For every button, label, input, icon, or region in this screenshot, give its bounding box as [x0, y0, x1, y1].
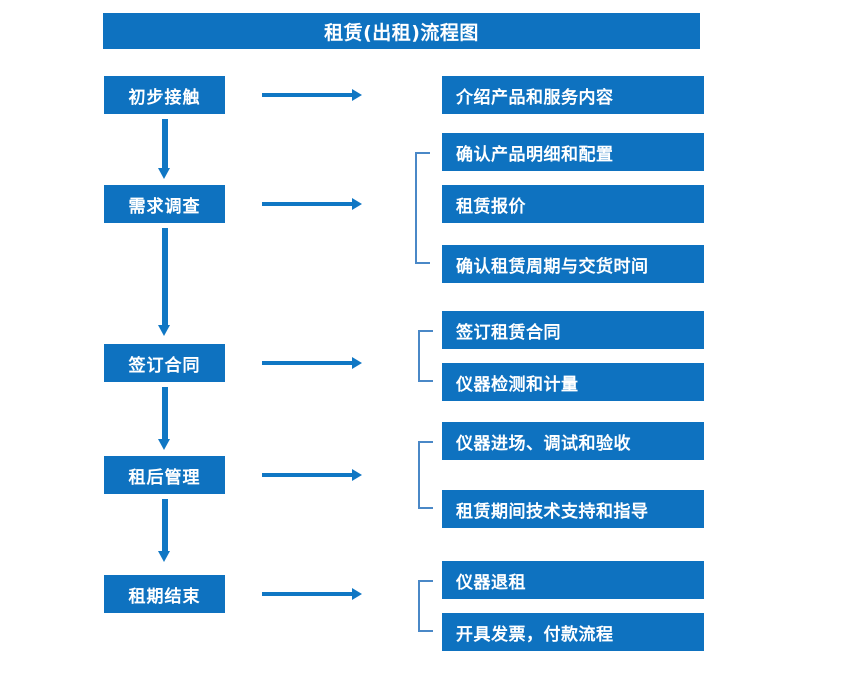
flow-arrow-down-3 [158, 387, 171, 450]
stage-box-3[interactable]: 签订合同 [104, 344, 225, 382]
bracket-spine [418, 330, 420, 382]
bracket-spine [415, 152, 417, 264]
flow-arrow-right-5 [262, 588, 362, 600]
detail-box-4-2[interactable]: 租赁期间技术支持和指导 [442, 490, 704, 528]
arrow-head [352, 89, 362, 101]
bracket-spine [418, 441, 420, 509]
arrow-head [352, 588, 362, 600]
stage-box-1[interactable]: 初步接触 [104, 76, 225, 114]
detail-box-1-1[interactable]: 介绍产品和服务内容 [442, 76, 704, 114]
arrow-shaft [262, 202, 352, 206]
bracket-tick-top [418, 580, 433, 582]
arrow-shaft [262, 473, 352, 477]
group-bracket-4 [418, 441, 440, 509]
group-bracket-5 [418, 580, 440, 632]
detail-box-2-2[interactable]: 租赁报价 [442, 185, 704, 223]
arrow-shaft [262, 361, 352, 365]
arrow-head [352, 357, 362, 369]
bracket-tick-bottom [415, 262, 430, 264]
group-bracket-2 [415, 152, 437, 264]
arrow-head [158, 551, 170, 562]
detail-box-3-2[interactable]: 仪器检测和计量 [442, 363, 704, 401]
bracket-tick-bottom [418, 630, 433, 632]
arrow-shaft [262, 93, 352, 97]
detail-box-2-1[interactable]: 确认产品明细和配置 [442, 133, 704, 171]
detail-box-5-1[interactable]: 仪器退租 [442, 561, 704, 599]
stage-box-5[interactable]: 租期结束 [104, 575, 225, 613]
bracket-spine [418, 580, 420, 632]
diagram-title: 租赁(出租)流程图 [103, 13, 700, 49]
stage-box-4[interactable]: 租后管理 [104, 456, 225, 494]
flow-arrow-right-2 [262, 198, 362, 210]
arrow-head [352, 469, 362, 481]
detail-box-5-2[interactable]: 开具发票，付款流程 [442, 613, 704, 651]
arrow-shaft [162, 228, 168, 325]
arrow-shaft [162, 387, 168, 439]
bracket-tick-top [418, 330, 433, 332]
flow-arrow-down-1 [158, 119, 171, 179]
bracket-tick-bottom [418, 507, 433, 509]
flow-arrow-right-4 [262, 469, 362, 481]
flow-arrow-down-4 [158, 499, 171, 562]
arrow-head [158, 439, 170, 450]
arrow-shaft [162, 499, 168, 551]
arrow-head [158, 168, 170, 179]
detail-box-3-1[interactable]: 签订租赁合同 [442, 311, 704, 349]
bracket-tick-bottom [418, 380, 433, 382]
group-bracket-3 [418, 330, 440, 382]
arrow-shaft [262, 592, 352, 596]
bracket-tick-top [415, 152, 430, 154]
arrow-head [158, 325, 170, 336]
detail-box-4-1[interactable]: 仪器进场、调试和验收 [442, 422, 704, 460]
flow-arrow-right-3 [262, 357, 362, 369]
arrow-head [352, 198, 362, 210]
detail-box-2-3[interactable]: 确认租赁周期与交货时间 [442, 245, 704, 283]
bracket-tick-top [418, 441, 433, 443]
arrow-shaft [162, 119, 168, 168]
flow-arrow-right-1 [262, 89, 362, 101]
flow-arrow-down-2 [158, 228, 171, 336]
stage-box-2[interactable]: 需求调查 [104, 185, 225, 223]
